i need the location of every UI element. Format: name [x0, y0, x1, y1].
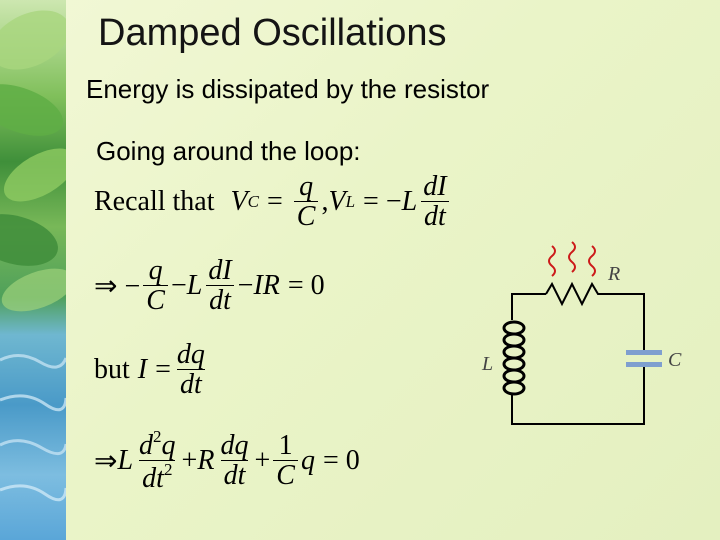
- label-r: R: [607, 263, 620, 285]
- body-text-energy: Energy is dissipated by the resistor: [86, 74, 490, 104]
- decorative-sidebar: [0, 0, 66, 540]
- slide-title: Damped Oscillations: [98, 12, 447, 54]
- rlc-circuit-diagram: R L C: [481, 241, 682, 425]
- resistor-symbol: [545, 281, 604, 307]
- label-c: C: [668, 349, 682, 371]
- body-text-loop: Going around the loop:: [96, 136, 361, 166]
- inductor-symbol: [502, 320, 526, 396]
- capacitor-symbol: [626, 350, 662, 367]
- recall-text: Recall that: [94, 185, 215, 217]
- leaf-water-graphic: [0, 10, 66, 502]
- heat-wiggles-icon: [548, 241, 596, 277]
- circuit-wires: [511, 293, 645, 425]
- but-text: but: [94, 353, 130, 385]
- label-l: L: [481, 353, 493, 375]
